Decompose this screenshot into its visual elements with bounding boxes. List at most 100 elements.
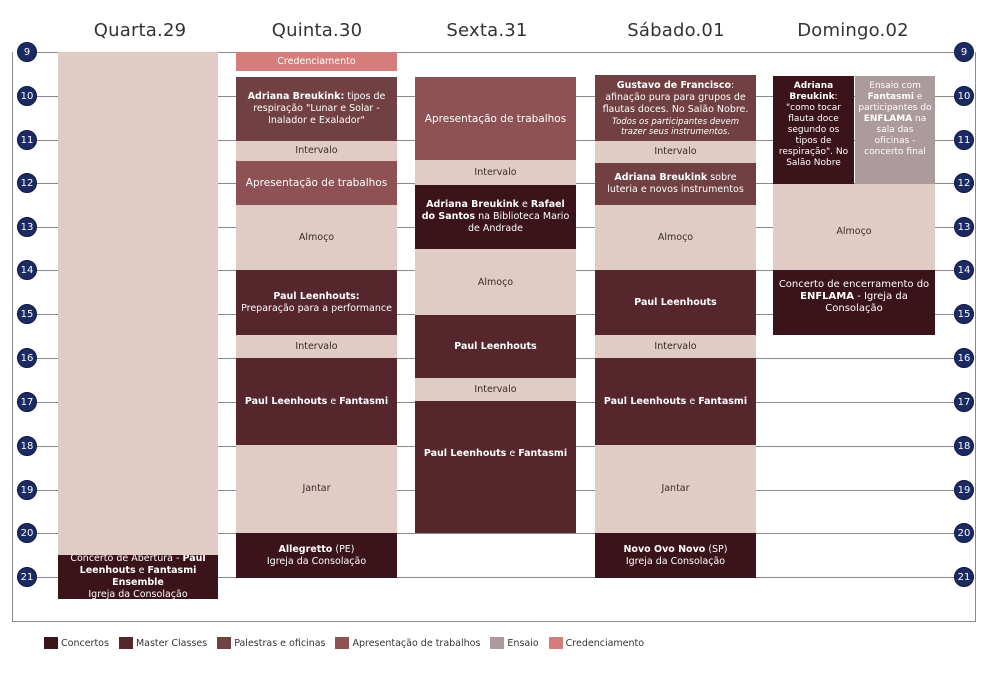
- event-venue: Igreja da Consolação: [625, 555, 726, 567]
- event-performer: Fantasmi: [698, 395, 748, 407]
- legend: Concertos Master Classes Palestras e ofi…: [44, 637, 654, 649]
- hour-badge: 15: [17, 304, 37, 324]
- event-performer: Paul Leenhouts: [244, 395, 328, 407]
- event-text: Paul Leenhouts e Fantasmi: [424, 448, 567, 460]
- legend-swatch: [335, 637, 350, 649]
- legend-item-apresentacao: Apresentação de trabalhos: [335, 637, 480, 649]
- event-venue: na Biblioteca Mario de Andrade: [467, 211, 570, 234]
- event-text-part: Ensaio com: [869, 81, 921, 91]
- event-text-part: Concerto de encerramento do: [778, 279, 930, 290]
- hour-badge: 20: [17, 523, 37, 543]
- hour-badge: 14: [17, 260, 37, 280]
- event-adriana-breukink-luteria[interactable]: Adriana Breukink sobre luteria e novos i…: [595, 163, 756, 205]
- event-concerto-encerramento[interactable]: Concerto de encerramento do ENFLAMA - Ig…: [773, 270, 935, 335]
- event-description: : "como tocar flauta doce segundo os tip…: [778, 92, 849, 168]
- event-description: tipos de respiração "Lunar e Solar - Ina…: [253, 91, 386, 126]
- day-header-domingo: Domingo.02: [797, 20, 909, 41]
- hour-line: [36, 52, 954, 53]
- hour-badge: 15: [954, 304, 974, 324]
- event-paul-leenhouts-fantasmi[interactable]: Paul Leenhouts e Fantasmi: [236, 358, 397, 445]
- event-concerto-abertura[interactable]: Concerto de Abertura - Paul Leenhouts e …: [58, 555, 218, 599]
- event-performer: Paul Leenhouts: [423, 448, 507, 459]
- event-performer: Allegretto: [278, 543, 333, 555]
- event-text: Paul Leenhouts e Fantasmi: [245, 396, 388, 408]
- event-text: Paul Leenhouts e Fantasmi: [604, 396, 747, 408]
- legend-item-concertos: Concertos: [44, 637, 109, 649]
- event-performer: Fantasmi: [518, 448, 568, 459]
- event-description: : afinação pura para grupos de flautas d…: [602, 79, 749, 115]
- event-performer: Rafael do Santos: [421, 199, 565, 222]
- event-venue: - Igreja da Consolação: [825, 291, 908, 314]
- event-text: Adriana Breukink: "como tocar flauta doc…: [776, 81, 851, 169]
- event-paul-leenhouts-fantasmi[interactable]: Paul Leenhouts e Fantasmi: [415, 401, 576, 533]
- event-text: Adriana Breukink sobre luteria e novos i…: [599, 172, 752, 196]
- event-performer: ENFLAMA: [863, 114, 913, 124]
- hour-badge: 14: [954, 260, 974, 280]
- event-paul-leenhouts-performance[interactable]: Paul Leenhouts:Preparação para a perform…: [236, 270, 397, 335]
- legend-label: Ensaio: [507, 637, 539, 649]
- event-apresentacao-trabalhos[interactable]: Apresentação de trabalhos: [415, 77, 576, 160]
- break-almoco: Almoço: [595, 205, 756, 270]
- hour-badge: 17: [17, 392, 37, 412]
- break-intervalo: Intervalo: [236, 141, 397, 161]
- event-adriana-rafael-biblioteca[interactable]: Adriana Breukink e Rafael do Santos na B…: [415, 185, 576, 249]
- hour-badge: 21: [954, 567, 974, 587]
- event-gustavo-de-francisco-afinacao[interactable]: Gustavo de Francisco: afinação pura para…: [595, 75, 756, 141]
- event-performer: Novo Ovo Novo: [623, 543, 706, 555]
- day-header-quarta: Quarta.29: [93, 20, 187, 41]
- break-jantar: Jantar: [236, 445, 397, 533]
- hour-badge: 13: [954, 217, 974, 237]
- event-performer: Adriana Breukink: [614, 172, 708, 183]
- event-text: Gustavo de Francisco: afinação pura para…: [601, 80, 750, 137]
- event-paul-leenhouts[interactable]: Paul Leenhouts: [595, 270, 756, 335]
- frame-bottom: [12, 621, 976, 622]
- hour-badge: 16: [17, 348, 37, 368]
- legend-item-credenciamento: Credenciamento: [548, 637, 644, 649]
- legend-swatch: [118, 637, 133, 649]
- event-text: Adriana Breukink e Rafael do Santos na B…: [419, 199, 572, 235]
- hour-badge: 17: [954, 392, 974, 412]
- event-performer: Adriana Breukink: [789, 81, 835, 102]
- legend-label: Master Classes: [135, 637, 208, 649]
- event-text-part: e: [518, 199, 531, 210]
- event-paul-leenhouts-fantasmi[interactable]: Paul Leenhouts e Fantasmi: [595, 358, 756, 445]
- legend-label: Palestras e oficinas: [234, 637, 326, 649]
- legend-label: Concertos: [61, 637, 109, 649]
- event-performer: Adriana Breukink:: [247, 91, 345, 102]
- event-adriana-breukink-respiracao[interactable]: Adriana Breukink: tipos de respiração "L…: [236, 77, 397, 141]
- legend-item-master-classes: Master Classes: [118, 637, 208, 649]
- event-description: Preparação para a performance: [241, 302, 392, 314]
- event-text: Paul Leenhouts:Preparação para a perform…: [241, 291, 392, 315]
- hour-badge: 9: [954, 42, 974, 62]
- event-allegretto-concerto[interactable]: Allegretto (PE)Igreja da Consolação: [236, 533, 397, 578]
- event-adriana-breukink-como-tocar[interactable]: Adriana Breukink: "como tocar flauta doc…: [773, 76, 854, 184]
- hour-badge: 11: [17, 130, 37, 150]
- hour-badge: 20: [954, 523, 974, 543]
- hour-badge: 10: [17, 86, 37, 106]
- hour-line: [36, 533, 954, 534]
- frame-left: [12, 52, 13, 622]
- event-text: Novo Ovo Novo (SP)Igreja da Consolação: [623, 544, 727, 568]
- event-performer: Paul Leenhouts: [79, 555, 206, 576]
- event-performer: ENFLAMA: [800, 291, 854, 302]
- break-intervalo: Intervalo: [595, 141, 756, 163]
- event-text: Concerto de Abertura - Paul Leenhouts e …: [62, 555, 214, 599]
- event-venue: Igreja da Consolação: [266, 555, 367, 567]
- event-paul-leenhouts[interactable]: Paul Leenhouts: [415, 315, 576, 378]
- quarta-free-block: [58, 52, 218, 555]
- event-ensaio-fantasmi-enflama[interactable]: Ensaio com Fantasmi e participantes do E…: [855, 76, 935, 184]
- break-almoco: Almoço: [415, 249, 576, 315]
- event-credenciamento[interactable]: Credenciamento: [236, 52, 397, 71]
- legend-swatch: [548, 637, 563, 649]
- event-performer: Gustavo de Francisco: [616, 79, 731, 91]
- event-text-part: e: [327, 395, 340, 407]
- event-text-part: e participantes do: [858, 92, 932, 113]
- event-apresentacao-trabalhos[interactable]: Apresentação de trabalhos: [236, 161, 397, 205]
- legend-swatch: [217, 637, 232, 649]
- event-note: Todos os participantes devem trazer seus…: [611, 116, 740, 137]
- break-almoco: Almoço: [236, 205, 397, 270]
- hour-badge: 19: [17, 480, 37, 500]
- event-novo-ovo-novo-concerto[interactable]: Novo Ovo Novo (SP)Igreja da Consolação: [595, 533, 756, 578]
- hour-badge: 18: [954, 436, 974, 456]
- event-performer: Paul Leenhouts: [603, 395, 687, 407]
